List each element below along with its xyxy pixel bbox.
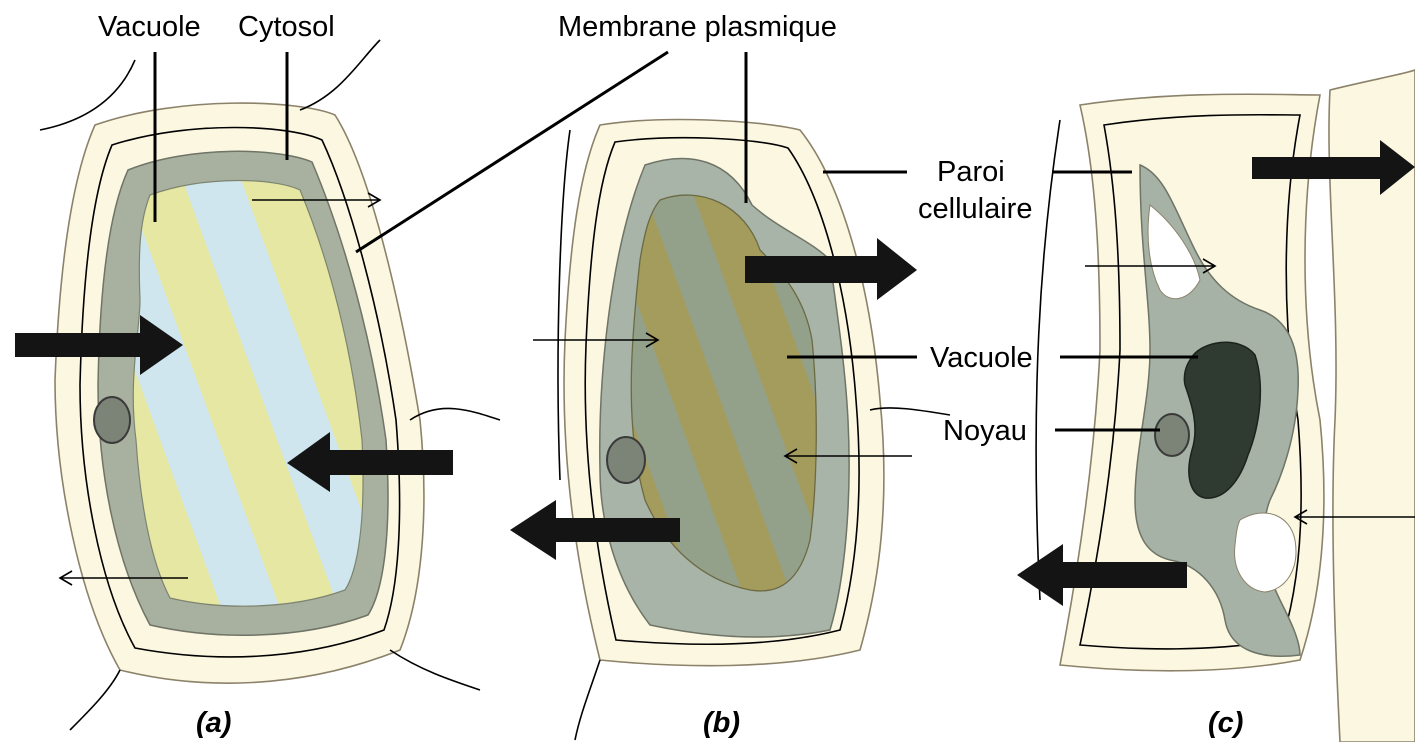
label-membrane-plasmique: Membrane plasmique: [558, 11, 837, 43]
neighbour-wall-a-right: [410, 408, 500, 420]
neighbour-wall-a-bottom-right: [390, 650, 480, 690]
label-paroi: Paroi: [937, 156, 1005, 188]
space-c-2: [1235, 513, 1296, 592]
panel-label-a: (a): [196, 707, 231, 739]
neighbour-wall-a-bottom: [70, 670, 120, 730]
panel-labels: (a) (b) (c): [196, 707, 1243, 739]
label-cytosol: Cytosol: [238, 11, 335, 43]
label-noyau: Noyau: [943, 415, 1027, 447]
label-vacuole-c: Vacuole: [930, 342, 1033, 374]
neighbour-wall-b-bottom: [575, 660, 600, 740]
nucleus-b: [607, 437, 645, 483]
neighbour-wall-c-left: [1036, 120, 1060, 600]
cell-a: [40, 40, 500, 730]
nucleus-a: [94, 397, 130, 443]
panel-label-b: (b): [703, 707, 740, 739]
neighbour-wall-a-top-right: [300, 40, 380, 110]
nucleus-c: [1155, 414, 1189, 456]
label-cellulaire: cellulaire: [918, 193, 1032, 225]
panel-label-c: (c): [1208, 707, 1243, 739]
label-vacuole-a: Vacuole: [98, 11, 201, 43]
cell-b: [558, 120, 950, 740]
